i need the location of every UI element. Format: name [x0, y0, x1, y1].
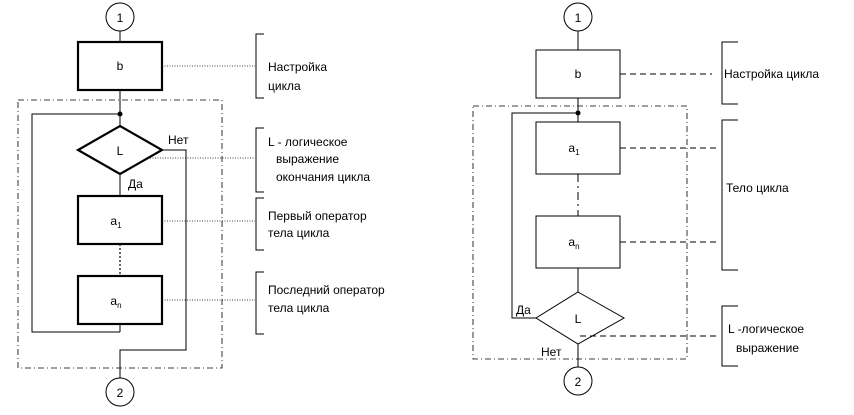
right-loop-back-line: [511, 112, 578, 319]
right-loop-frame: [472, 105, 688, 360]
left-no-label: Нет: [168, 133, 189, 147]
right-bracket-body: [721, 119, 738, 271]
left-exit-line: [119, 149, 187, 378]
right-bracket-condition: [721, 305, 738, 367]
left-loop-back-line: [31, 113, 120, 333]
left-connector-bottom-label: 2: [117, 386, 124, 400]
left-box-an-label: an: [110, 294, 121, 310]
right-flowchart: 1 b a1 an L Да Нет 2 Настройка цикла: [472, 2, 819, 396]
right-connector-bottom-label: 2: [575, 375, 582, 389]
left-box-b-label: b: [117, 59, 124, 73]
left-connector-bottom: [105, 377, 135, 407]
left-condition-label: L: [117, 144, 124, 158]
left-bracket-condition: [255, 127, 264, 193]
right-yes-label: Да: [516, 303, 531, 317]
left-box-a1: [76, 194, 164, 246]
right-box-b-label: b: [575, 67, 582, 81]
left-yes-label: Да: [128, 177, 143, 191]
left-box-an: [76, 274, 164, 326]
right-connector-top-label: 1: [575, 11, 582, 25]
right-connector-bottom: [563, 366, 593, 396]
right-no-label: Нет: [541, 345, 562, 359]
right-box-an-label: an: [568, 235, 579, 251]
right-body-label: Тело цикла: [726, 181, 789, 195]
right-setup-label: Настройка цикла: [724, 67, 819, 81]
left-bracket-last: [255, 271, 264, 335]
left-box-a1-label: a1: [110, 214, 122, 230]
right-condition-label: L: [575, 312, 582, 326]
left-bracket-first: [255, 197, 264, 251]
left-connector-top-label: 1: [117, 11, 124, 25]
right-box-a1-label: a1: [568, 141, 580, 157]
left-bracket-setup: [255, 33, 264, 99]
right-bracket-setup: [721, 41, 738, 105]
